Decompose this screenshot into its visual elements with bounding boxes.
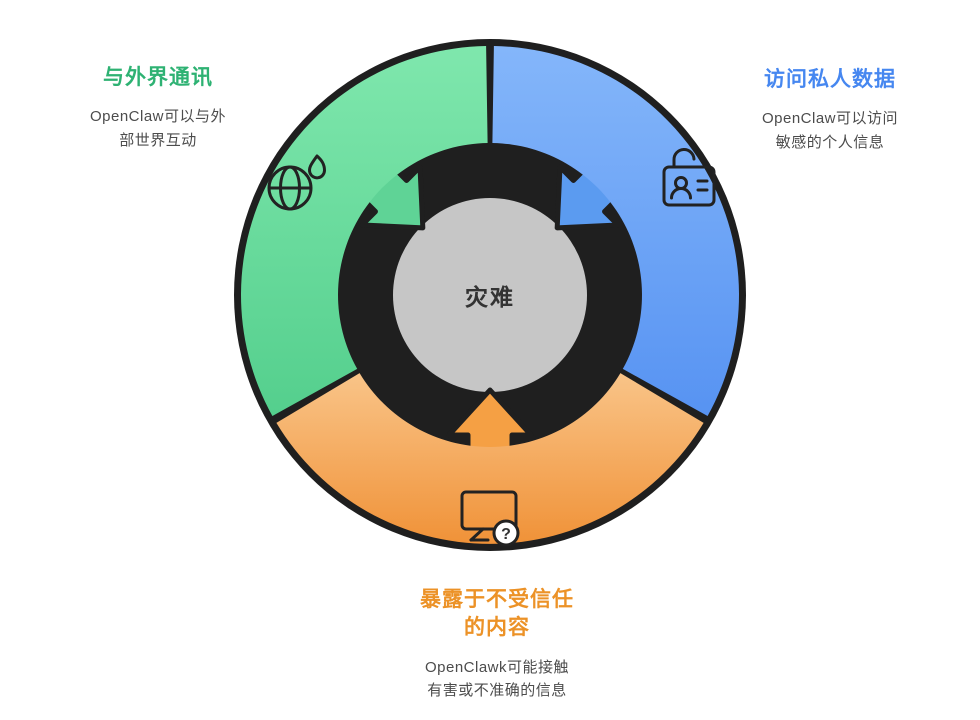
private-description-line1: OpenClaw可以访问: [761, 110, 899, 128]
question-glyph: ?: [501, 526, 511, 543]
segment-communicate: [241, 46, 488, 416]
untrusted-title-line2: 的内容: [464, 616, 530, 640]
private-description-line2: 敏感的个人信息: [775, 133, 885, 151]
segments-group: [241, 46, 739, 544]
globe-flame-icon: [267, 154, 326, 211]
segment-private: [492, 46, 739, 416]
untrusted-description-line2: 有害或不准确的信息: [427, 681, 567, 699]
communicate-description-line1: OpenClaw可以与外: [89, 108, 227, 126]
untrusted-description: OpenClawk可能接触 有害或不准确的信息: [372, 656, 622, 703]
communicate-title: 与外界通讯: [103, 66, 213, 89]
private-description: OpenClaw可以访问 敏感的个人信息: [728, 107, 932, 154]
center-circle: [393, 198, 587, 392]
unlocked-id-icon: [662, 148, 716, 207]
center-label: 灾难: [465, 284, 515, 310]
private-label-block: 访问私人数据 OpenClaw可以访问 敏感的个人信息: [728, 66, 932, 154]
communicate-label-block: 与外界通讯 OpenClaw可以与外 部世界互动: [56, 64, 260, 152]
monitor-question-icon: ?: [460, 490, 520, 547]
untrusted-title: 暴露于不受信任 的内容: [372, 586, 622, 643]
untrusted-description-line1: OpenClawk可能接触: [424, 658, 570, 676]
untrusted-title-line1: 暴露于不受信任: [420, 588, 574, 611]
untrusted-label-block: 暴露于不受信任 的内容 OpenClawk可能接触 有害或不准确的信息: [372, 586, 622, 702]
communicate-description-line2: 部世界互动: [119, 131, 197, 149]
communicate-description: OpenClaw可以与外 部世界互动: [56, 105, 260, 152]
segment-untrusted: [276, 373, 704, 544]
private-title: 访问私人数据: [764, 68, 896, 91]
